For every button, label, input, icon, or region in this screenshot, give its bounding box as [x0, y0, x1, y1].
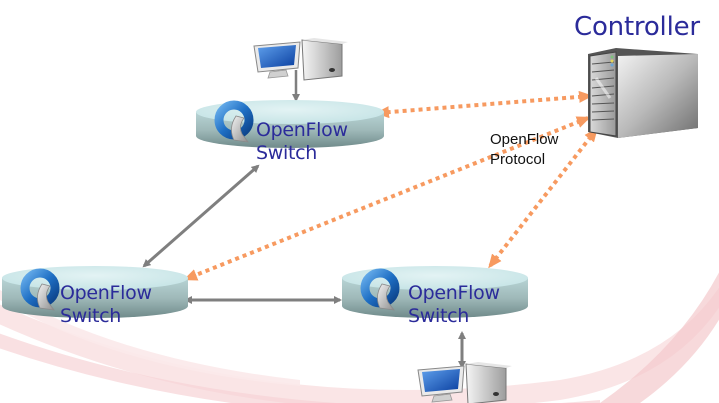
openflow-logo-icon	[20, 268, 60, 311]
desktop-computer-icon[interactable]	[253, 38, 348, 81]
protocol-label-line1: OpenFlow	[490, 131, 559, 148]
switch-left[interactable]	[2, 266, 188, 318]
controller-server-icon[interactable]	[588, 48, 698, 138]
link-switch-top-switch-left	[142, 164, 260, 268]
desktop-computer-icon[interactable]	[417, 362, 512, 403]
switch-right-label-line2: Switch	[408, 305, 470, 327]
switch-left-label-line2: Switch	[60, 305, 122, 327]
background-swoosh	[0, 272, 719, 403]
switch-top[interactable]	[196, 100, 384, 148]
switch-top-label-line2: Switch	[256, 142, 318, 164]
switch-left-label: OpenFlow Switch	[60, 282, 152, 328]
switch-left-label-line1: OpenFlow	[60, 282, 152, 304]
switch-top-label-line1: OpenFlow	[256, 119, 348, 141]
openflow-logo-icon	[360, 268, 400, 311]
switch-right-label: OpenFlow Switch	[408, 282, 500, 328]
openflow-protocol-label: OpenFlow Protocol	[490, 130, 558, 170]
openflow-logo-icon	[214, 100, 254, 143]
protocol-label-line2: Protocol	[490, 151, 546, 168]
control-link-switch-top	[375, 90, 593, 119]
controller-label: Controller	[574, 12, 700, 42]
switch-right-label-line1: OpenFlow	[408, 282, 500, 304]
switch-top-label: OpenFlow Switch	[256, 119, 348, 165]
switch-right[interactable]	[342, 266, 528, 318]
